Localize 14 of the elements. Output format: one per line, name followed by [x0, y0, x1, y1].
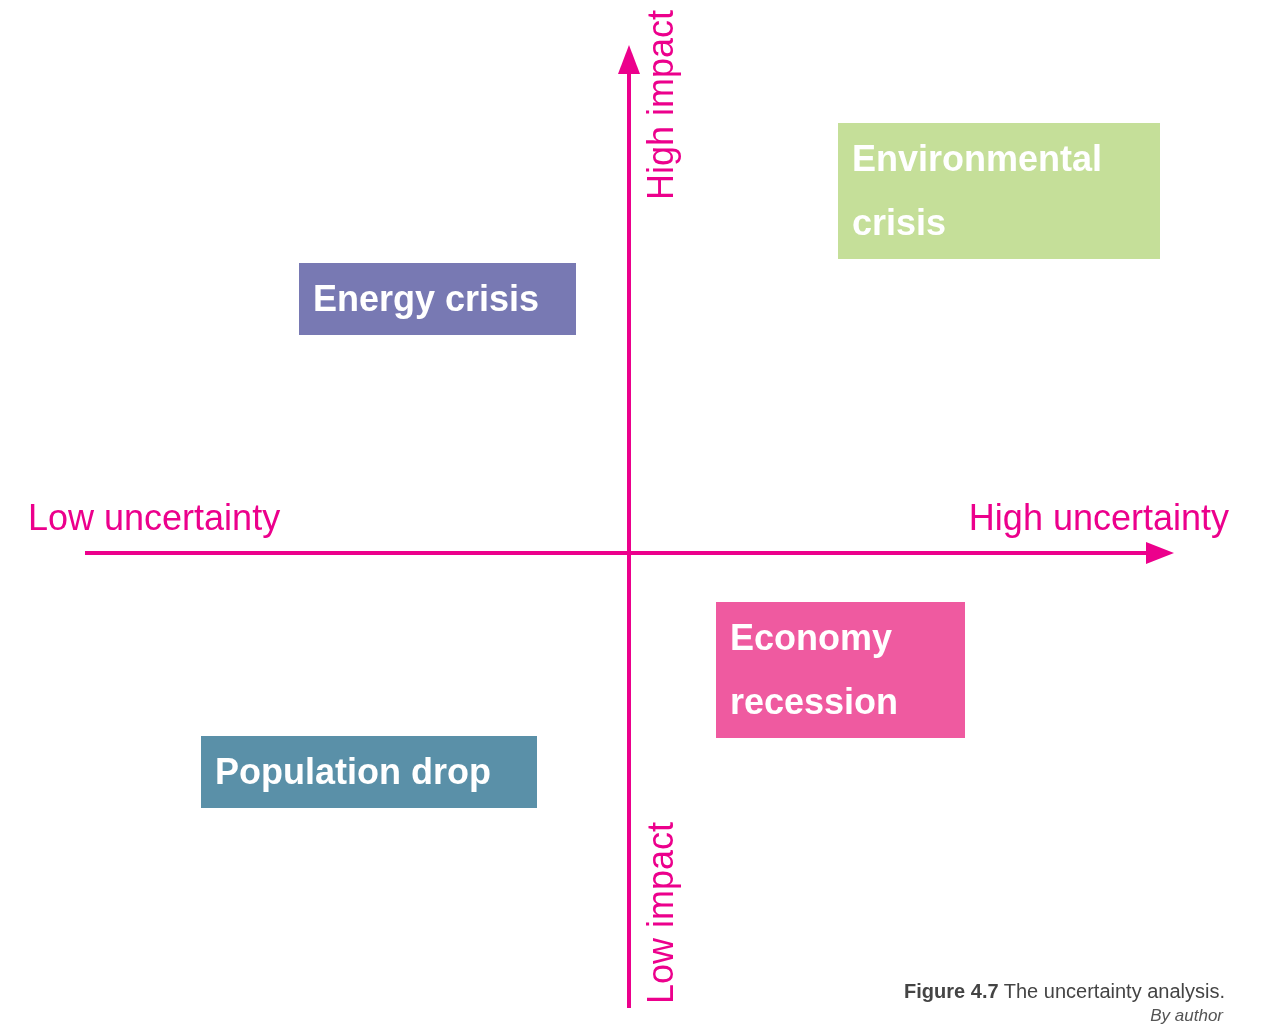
axis-label: Low impact — [640, 822, 682, 1005]
scenario-label: Economy recession — [730, 616, 900, 724]
figure-caption: Figure 4.7 The uncertainty analysis. — [904, 980, 1225, 1003]
scenario-card — [838, 123, 1160, 259]
scenario-label: Energy crisis — [313, 277, 541, 321]
scenario-label: Environmental crisis — [852, 137, 1104, 245]
axis-label: High impact — [640, 10, 682, 201]
axis-label: High uncertainty — [968, 497, 1229, 539]
scenario-card — [716, 602, 965, 738]
scenario-label: Population drop — [215, 750, 492, 794]
scenario-card — [201, 736, 537, 808]
source-note: By author — [1150, 1006, 1223, 1026]
axis-label: Low uncertainty — [28, 497, 281, 539]
scenario-card — [299, 263, 576, 335]
